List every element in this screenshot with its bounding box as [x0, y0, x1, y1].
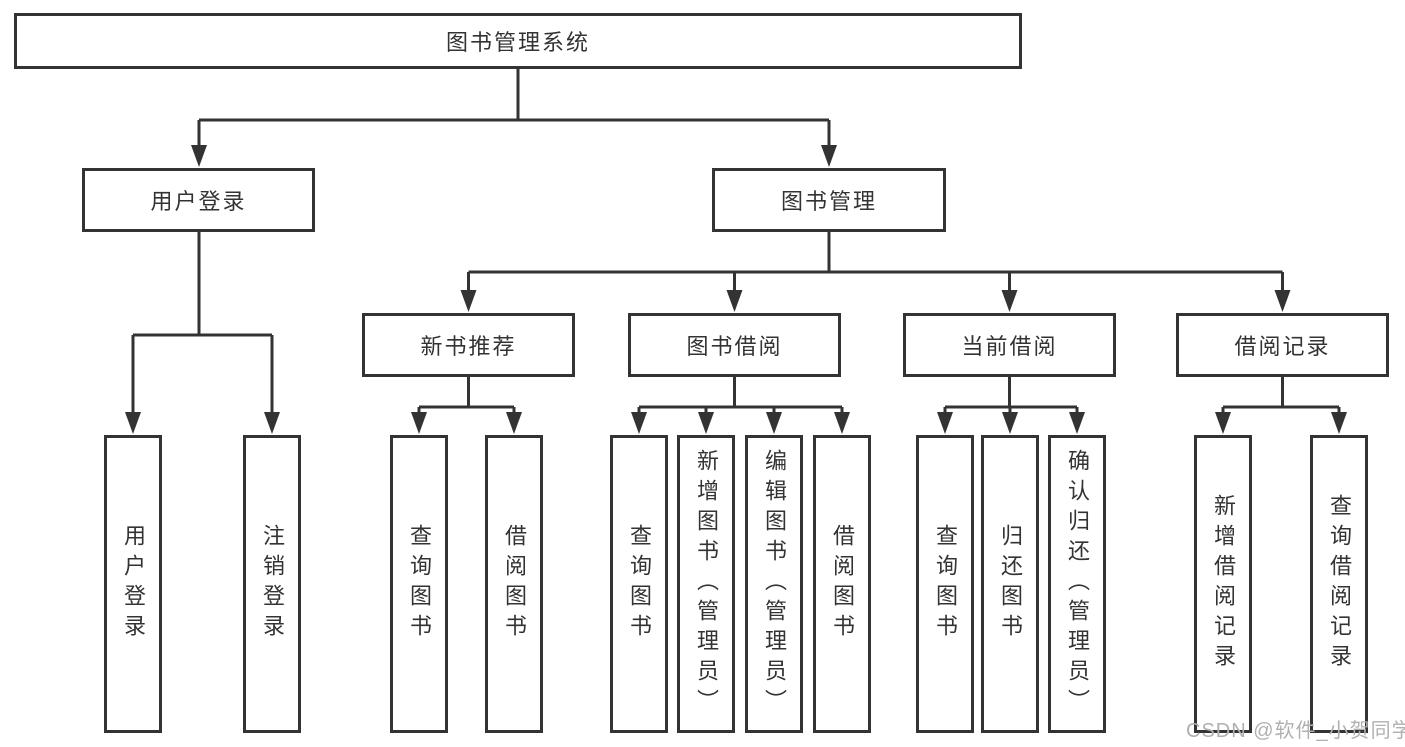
node-logout-action: 注销登录 [243, 435, 301, 733]
node-borrow-books: 借阅图书 [485, 435, 543, 733]
node-new-book-recommend: 新书推荐 [362, 313, 575, 377]
node-borrow-books: 借阅图书 [813, 435, 871, 733]
node-borrowing-records: 借阅记录 [1176, 313, 1389, 377]
node-return-books: 归还图书 [981, 435, 1039, 733]
node-library-management-system: 图书管理系统 [14, 13, 1022, 69]
node-query-books: 查询图书 [916, 435, 974, 733]
node-edit-book-admin: 编辑图书（管理员） [745, 435, 803, 733]
node-user-login: 用户登录 [82, 168, 315, 232]
node-confirm-return-admin: 确认归还（管理员） [1048, 435, 1106, 733]
node-query-books: 查询图书 [610, 435, 668, 733]
node-query-borrow-record: 查询借阅记录 [1310, 435, 1368, 733]
node-current-borrowing: 当前借阅 [903, 313, 1116, 377]
node-book-management: 图书管理 [712, 168, 946, 232]
node-add-borrow-record: 新增借阅记录 [1194, 435, 1252, 733]
node-query-books: 查询图书 [390, 435, 448, 733]
node-book-borrowing: 图书借阅 [628, 313, 841, 377]
arrowhead-icons [125, 145, 1347, 434]
node-user-login-action: 用户登录 [104, 435, 162, 733]
node-add-book-admin: 新增图书（管理员） [677, 435, 735, 733]
csdn-watermark: CSDN @软件_小贺同学 [1186, 720, 1405, 742]
